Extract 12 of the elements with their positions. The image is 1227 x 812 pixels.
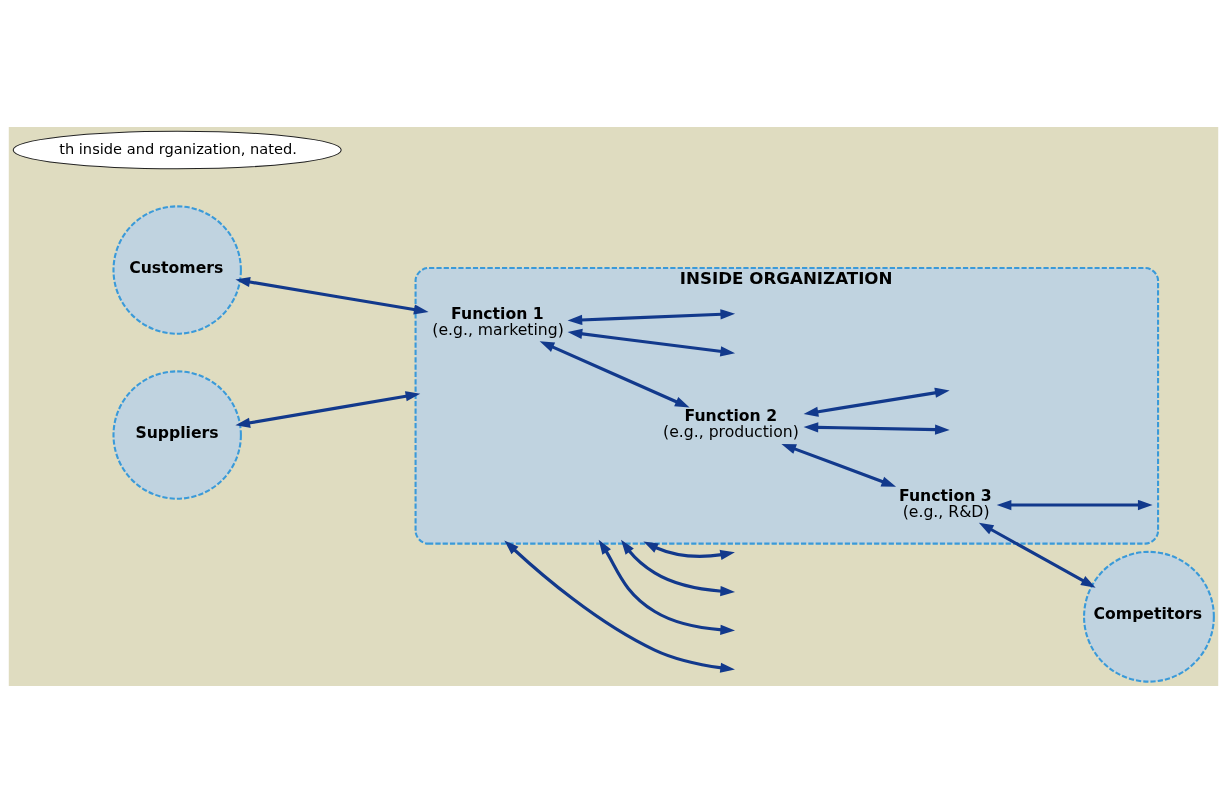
node-text: Function 1 (e.g., marketing) — [432, 303, 564, 339]
node-circle: Suppliers — [112, 369, 242, 500]
arrow — [539, 340, 690, 408]
arrow — [978, 522, 1096, 588]
node-ellipse: th inside and rganization, nated. — [12, 130, 342, 169]
node-circle: Customers — [112, 204, 242, 335]
node-circle: Competitors — [1083, 550, 1215, 683]
node-text: Function 2 (e.g., production) — [663, 405, 799, 441]
arrow — [235, 390, 421, 428]
arrow — [235, 276, 429, 314]
node-text: Function 3 (e.g., R&D) — [899, 485, 992, 520]
arrow — [781, 443, 897, 487]
